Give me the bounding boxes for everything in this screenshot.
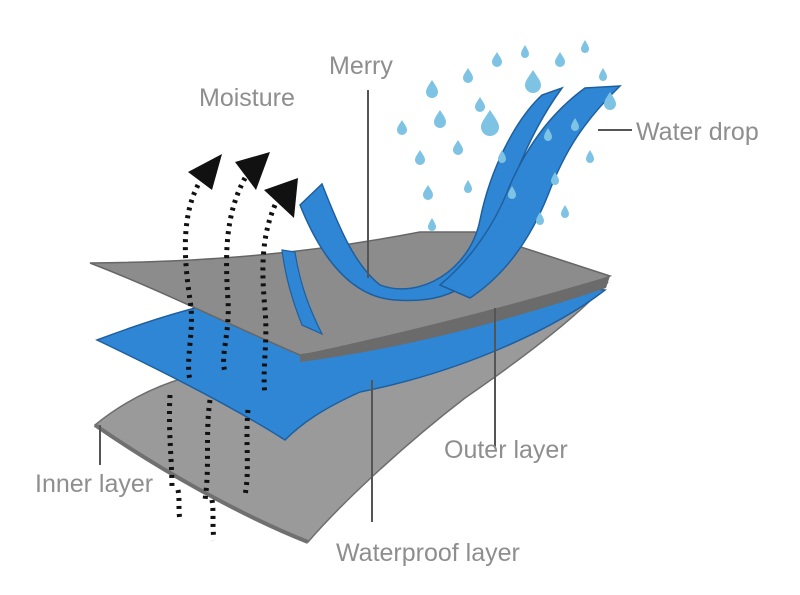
- arrowhead-2: [235, 152, 270, 190]
- outer-layer-shadow: [300, 276, 610, 362]
- moisture-arrows: [166, 176, 278, 541]
- membrane-curl-left: [299, 86, 565, 302]
- moisture-path-2: [221, 176, 248, 373]
- merry-label: Merry: [329, 52, 393, 80]
- moisture-path-4: [166, 394, 175, 491]
- arrowhead-1: [188, 154, 222, 190]
- water-drop-label: Water drop: [636, 118, 759, 146]
- waterproof-layer-label: Waterproof layer: [336, 539, 520, 567]
- moisture-path-8: [209, 499, 217, 541]
- moisture-arrowheads: [188, 152, 298, 218]
- leader-lines: [99, 90, 632, 522]
- moisture-label: Moisture: [199, 84, 295, 112]
- moisture-path-3: [260, 204, 278, 396]
- water-droplets: [397, 40, 616, 231]
- arrowhead-3: [264, 178, 298, 218]
- inner-layer-edge: [93, 423, 309, 544]
- moisture-path-7: [175, 489, 183, 521]
- membrane-flap-tip: [281, 249, 324, 336]
- moisture-path-6: [242, 409, 251, 496]
- moisture-path-1: [182, 183, 201, 381]
- outer-layer-label: Outer layer: [444, 436, 568, 464]
- membrane-curl-right: [438, 85, 622, 299]
- moisture-path-5: [202, 399, 213, 501]
- inner-layer-label: Inner layer: [35, 470, 153, 498]
